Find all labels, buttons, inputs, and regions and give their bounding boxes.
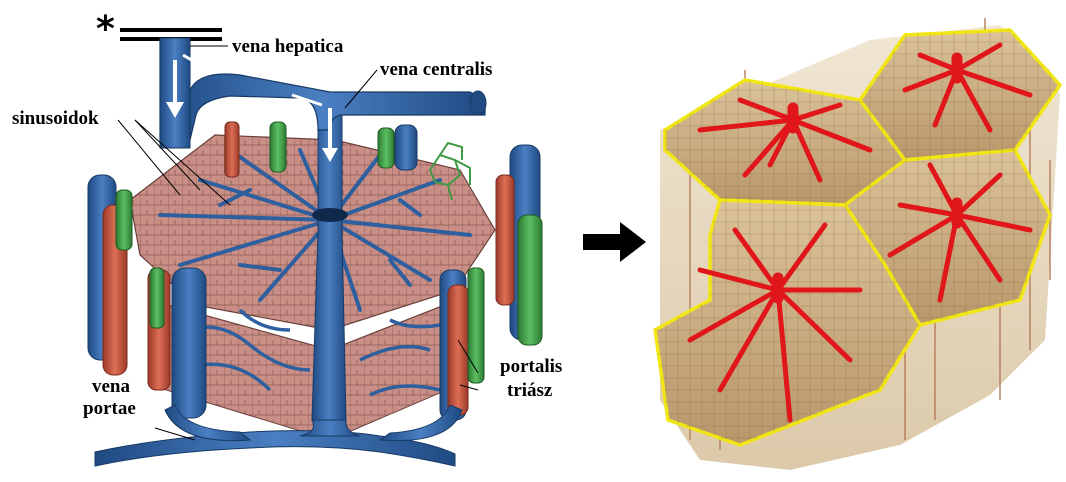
label-vena-portae-line1: vena [92, 376, 130, 398]
label-vena-hepatica: vena hepatica [232, 36, 343, 58]
hexagonal-lobules [655, 18, 1060, 470]
label-vena-centralis: vena centralis [380, 59, 492, 81]
label-sinusoidok: sinusoidok [12, 108, 99, 130]
right-arrow-icon [583, 222, 646, 262]
label-portalis-triasz-line1: portalis [500, 356, 562, 378]
label-vena-portae-line2: portae [83, 398, 136, 420]
label-portalis-triasz-line2: triász [507, 380, 552, 402]
marker-asterisk: * [96, 12, 115, 48]
